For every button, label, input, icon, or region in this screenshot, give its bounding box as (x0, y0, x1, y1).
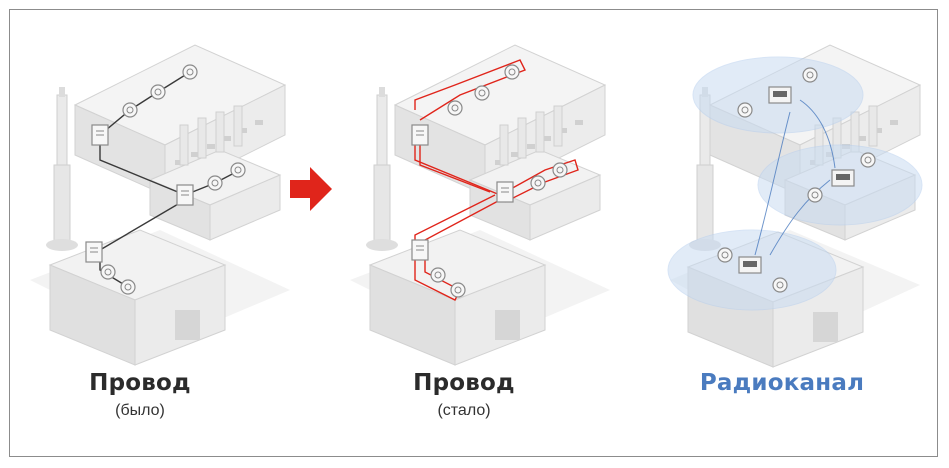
sensor-node-icon (450, 282, 466, 298)
caption-title: Провод (413, 370, 515, 396)
sensor-node-icon (120, 279, 136, 295)
sensor-node-icon (552, 162, 568, 178)
sensor-node-icon (230, 162, 246, 178)
sensor-node-icon (150, 84, 166, 100)
radio-sensor-icon (860, 152, 876, 168)
radio-sensor-icon (807, 187, 823, 203)
sensor-node-icon (207, 175, 223, 191)
caption-after: Провод (стало) (354, 370, 574, 420)
radio-link (754, 99, 836, 256)
chimney-illustration (45, 86, 79, 252)
radio-base-station-icon (768, 86, 792, 104)
caption-title: Провод (89, 370, 191, 396)
control-panel-icon (411, 124, 429, 146)
scene-wired-after (350, 44, 610, 366)
sensor-node-icon (182, 64, 198, 80)
radio-sensor-icon (717, 247, 733, 263)
sensor-node-icon (122, 102, 138, 118)
sensor-node-icon (447, 100, 463, 116)
control-panel-icon (91, 124, 109, 146)
wire-path (99, 71, 241, 288)
radio-sensor-icon (737, 102, 753, 118)
radio-sensor-icon (802, 67, 818, 83)
scene-radio (667, 44, 923, 368)
radio-base-station-icon (831, 169, 855, 187)
radio-base-station-icon (738, 256, 762, 274)
sensor-node-icon (530, 175, 546, 191)
sensor-node-icon (100, 264, 116, 280)
caption-radio: Радиоканал (672, 370, 892, 396)
control-panel-icon (411, 239, 429, 261)
chimney-illustration (365, 86, 399, 252)
caption-title: Радиоканал (699, 370, 865, 396)
caption-subtitle: (стало) (437, 402, 491, 419)
caption-before: Провод (было) (30, 370, 250, 420)
scene-wired-before (30, 44, 290, 366)
right-arrow-icon (290, 167, 332, 211)
control-panel-icon (496, 181, 514, 203)
caption-subtitle: (было) (115, 402, 165, 419)
sensor-node-icon (504, 64, 520, 80)
control-panel-icon (176, 184, 194, 206)
control-panel-icon (85, 241, 103, 263)
sensor-node-icon (430, 267, 446, 283)
radio-sensor-icon (772, 277, 788, 293)
sensor-node-icon (474, 85, 490, 101)
